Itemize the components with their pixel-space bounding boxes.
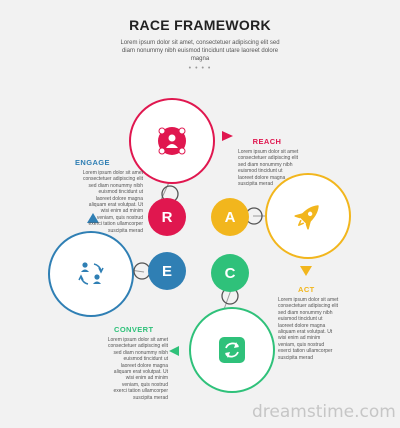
svg-text:E: E [162,263,172,280]
page-subtitle: Lorem ipsum dolor sit amet, consectetuer… [120,40,280,62]
letter-r: R [148,198,186,236]
arrow-down-icon [300,266,312,276]
reach-title: REACH [252,137,282,146]
svg-text:A: A [225,209,236,226]
arrow-right-icon [222,131,233,141]
engage-circle [48,231,134,317]
exchange-people-icon [78,262,104,285]
pagination-dots: • • • • [188,65,212,72]
convert-title: CONVERT [114,325,154,334]
people-network-icon [158,127,186,155]
letter-c: C [211,254,249,292]
letter-e: E [148,252,186,290]
refresh-cycle-icon [219,337,245,363]
letter-a: A [211,198,249,236]
rocket-icon [294,205,319,230]
page-title: RACE FRAMEWORK [129,17,271,33]
svg-text:C: C [225,265,236,282]
svg-text:R: R [162,209,173,226]
act-title: ACT [298,285,315,294]
arrow-up-icon [87,213,99,223]
watermark: dreamstime.com [252,402,396,422]
engage-title: ENGAGE [75,158,110,167]
arrow-left-icon [169,346,179,356]
